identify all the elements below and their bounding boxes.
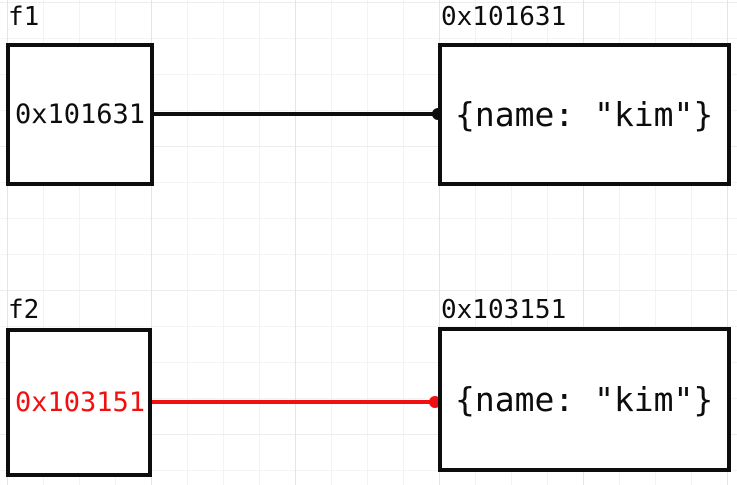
variable-label-f1[interactable]: f1	[8, 2, 40, 32]
object-value-f2-target: {name: "kim"}	[455, 380, 714, 419]
object-value-f1-target: {name: "kim"}	[455, 95, 714, 134]
object-address-label-f1-target[interactable]: 0x101631	[441, 2, 567, 32]
pointer-line-f2[interactable]	[150, 400, 438, 404]
object-box-f2-target[interactable]: {name: "kim"}	[438, 327, 731, 472]
variable-box-f1[interactable]: 0x101631	[6, 43, 154, 186]
object-box-f1-target[interactable]: {name: "kim"}	[438, 43, 731, 186]
variable-value-f2: 0x103151	[15, 387, 146, 418]
variable-label-f2[interactable]: f2	[8, 295, 40, 325]
object-address-label-f2-target[interactable]: 0x103151	[441, 295, 567, 325]
variable-value-f1: 0x101631	[15, 99, 146, 130]
variable-box-f2[interactable]: 0x103151	[6, 328, 152, 477]
pointer-line-f1[interactable]	[150, 112, 438, 116]
